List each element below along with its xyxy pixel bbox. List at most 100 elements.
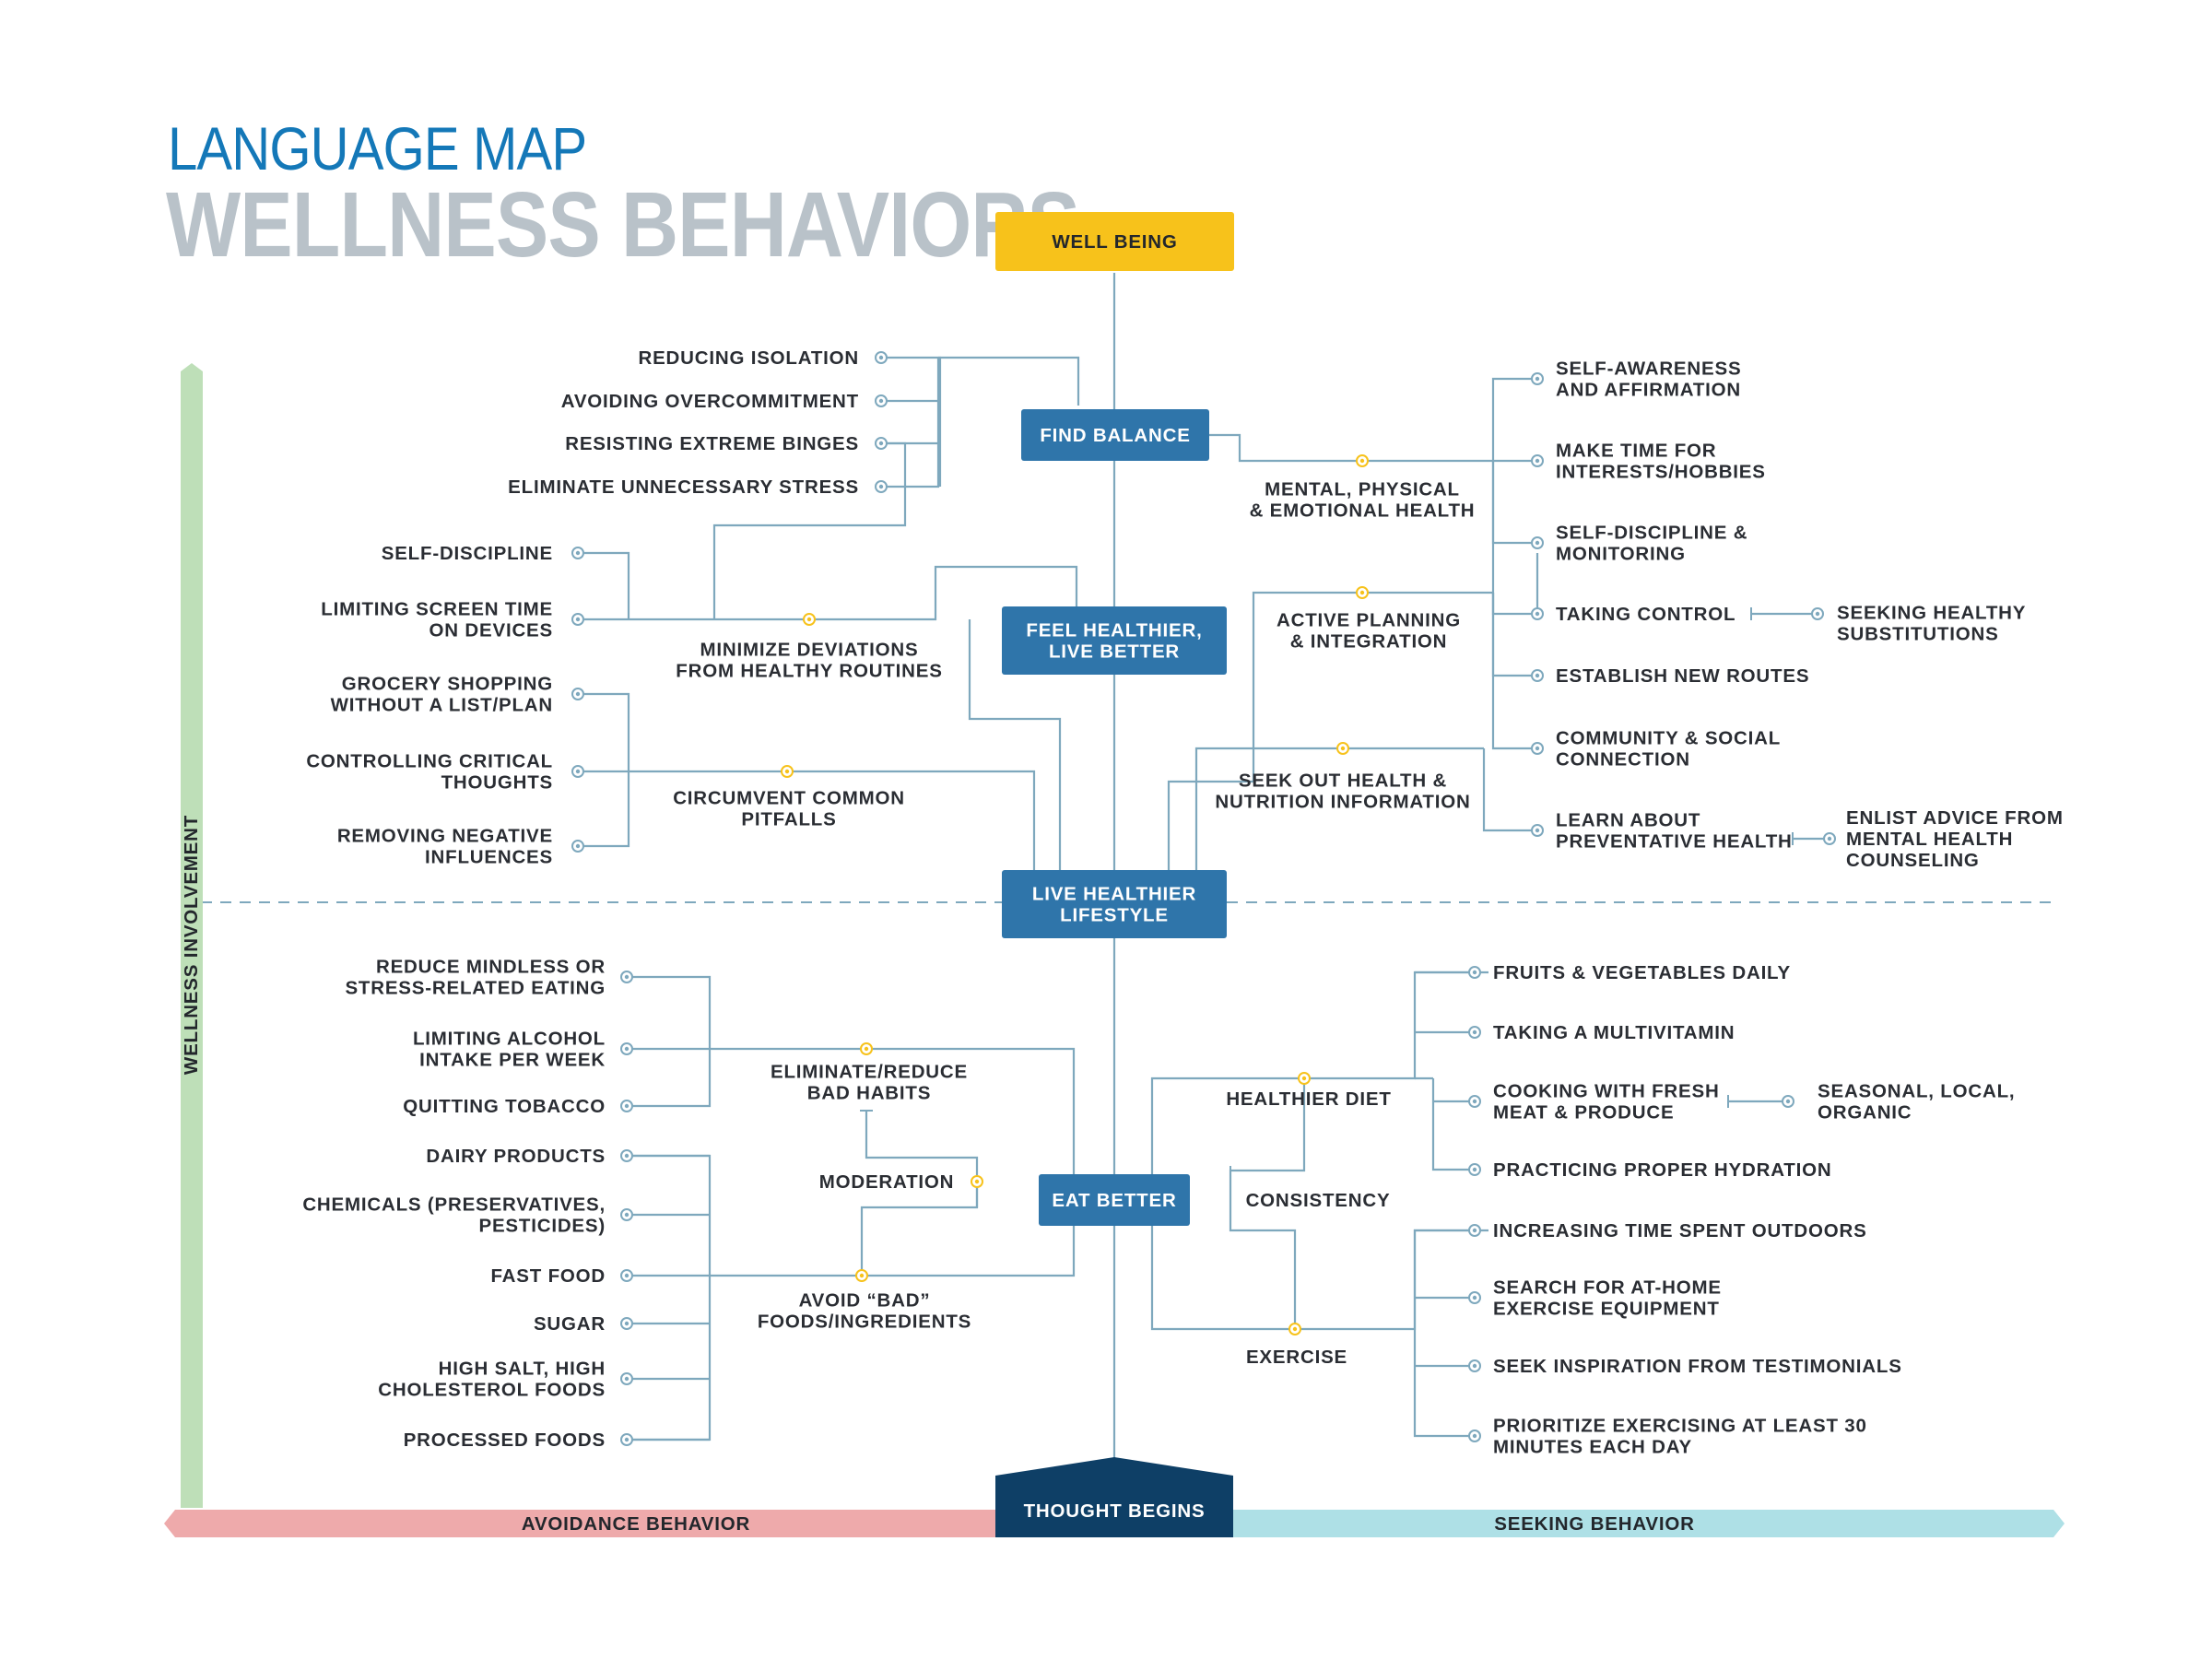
source-label-minimize-2-line2: ON DEVICES <box>429 620 553 641</box>
source-label-minimize-2-line1: LIMITING SCREEN TIME <box>321 599 553 620</box>
connector-line <box>938 356 942 487</box>
target-label-counseling-line2: MENTAL HEALTH <box>1846 829 2013 850</box>
hub-label-active-line2: & INTEGRATION <box>1290 631 1448 653</box>
target-node-exercise-4-center <box>1472 1433 1477 1439</box>
target-label-substitutions-line2: SUBSTITUTIONS <box>1837 624 1999 645</box>
source-label-habits-1-line1: REDUCE MINDLESS OR <box>376 957 606 978</box>
target-label-exercise-1: INCREASING TIME SPENT OUTDOORS <box>1493 1220 1867 1241</box>
hub-node-diet-center <box>1301 1076 1307 1081</box>
source-label-circumvent-3-line2: INFLUENCES <box>425 847 553 868</box>
connector-line <box>1491 593 1537 750</box>
source-label-foods-4: SUGAR <box>534 1313 606 1335</box>
hub-node-exercise-center <box>1292 1326 1298 1332</box>
source-label-balance-2: AVOIDING OVERCOMMITMENT <box>561 391 859 412</box>
source-node-balance-4-center <box>878 484 884 489</box>
target-label-upper-5: ESTABLISH NEW ROUTES <box>1556 665 1809 687</box>
source-label-habits-1-line2: STRESS-RELATED EATING <box>345 978 606 999</box>
hub-label-avoid-line2: FOODS/INGREDIENTS <box>758 1312 971 1333</box>
source-label-foods-2-line1: CHEMICALS (PRESERVATIVES, <box>302 1194 606 1216</box>
hub-label-seek-line1: SEEK OUT HEALTH & <box>1239 771 1447 792</box>
target-node-counseling-center <box>1827 836 1832 841</box>
link-foods-group <box>627 1154 712 1441</box>
target-node-upper-3-center <box>1535 540 1540 546</box>
source-node-balance-1-center <box>878 355 884 360</box>
source-label-circumvent-2-line1: CONTROLLING CRITICAL <box>306 751 553 772</box>
source-label-circumvent-2-line2: THOUGHTS <box>441 772 553 794</box>
link-binges-minimize <box>712 441 907 619</box>
target-label-upper-6-line2: CONNECTION <box>1556 749 1690 771</box>
source-label-minimize-1: SELF-DISCIPLINE <box>382 543 553 564</box>
source-label-balance-1: REDUCING ISOLATION <box>638 347 859 369</box>
hub-node-active-center <box>1359 590 1365 595</box>
target-node-upper-2-center <box>1535 458 1540 464</box>
link-circumvent-group <box>578 692 630 848</box>
source-node-habits-2-center <box>624 1046 629 1052</box>
seeking-band <box>1233 1510 2065 1537</box>
target-label-upper-7-line2: PREVENTATIVE HEALTH <box>1556 831 1793 853</box>
wellness-involvement-axis <box>181 363 203 1508</box>
source-node-foods-3-center <box>624 1273 629 1278</box>
source-node-circumvent-2-center <box>575 769 581 774</box>
hub-label-consistency: CONSISTENCY <box>1246 1190 1391 1211</box>
source-label-circumvent-1-line1: GROCERY SHOPPING <box>342 674 553 695</box>
hub-node-avoid-center <box>859 1273 865 1278</box>
source-node-minimize-2-center <box>575 617 581 622</box>
link-upper-spine <box>1491 461 1539 614</box>
source-node-minimize-1-center <box>575 550 581 556</box>
source-label-habits-3: QUITTING TOBACCO <box>403 1096 606 1117</box>
source-label-foods-6: PROCESSED FOODS <box>404 1430 606 1451</box>
target-label-counseling-line3: COUNSELING <box>1846 850 1980 871</box>
target-node-upper-6-center <box>1535 746 1540 751</box>
target-label-upper-3-line2: MONITORING <box>1556 544 1686 565</box>
hub-label-seek-line2: NUTRITION INFORMATION <box>1215 792 1470 813</box>
hub-node-eliminate-center <box>864 1046 869 1052</box>
source-label-foods-5-line2: CHOLESTEROL FOODS <box>378 1380 606 1401</box>
well-being-box <box>995 212 1234 271</box>
source-node-foods-1-center <box>624 1153 629 1159</box>
link-overcommit <box>881 358 940 403</box>
target-label-upper-1-line1: SELF-AWARENESS <box>1556 359 1741 380</box>
hub-label-moderation: MODERATION <box>819 1171 955 1193</box>
target-label-diet-3-line1: COOKING WITH FRESH <box>1493 1081 1720 1102</box>
target-label-diet-2: TAKING A MULTIVITAMIN <box>1493 1022 1735 1043</box>
hub-label-active-line1: ACTIVE PLANNING <box>1277 610 1461 631</box>
hub-label-minimize-line2: FROM HEALTHY ROUTINES <box>676 661 942 682</box>
source-label-balance-4: ELIMINATE UNNECESSARY STRESS <box>508 477 859 498</box>
link-live-active <box>1167 591 1493 871</box>
source-label-habits-2-line1: LIMITING ALCOHOL <box>413 1029 606 1050</box>
find-balance-box <box>1021 409 1209 461</box>
link-habits-group <box>627 975 712 1108</box>
hub-label-minimize-line1: MINIMIZE DEVIATIONS <box>700 640 919 661</box>
link-eat-diet <box>1150 971 1488 1180</box>
well-being-box-label: WELL BEING <box>1052 231 1177 253</box>
target-node-exercise-2-center <box>1472 1295 1477 1300</box>
connector-line <box>881 401 940 445</box>
hub-label-circumvent-line1: CIRCUMVENT COMMON <box>673 788 905 809</box>
live-healthier-box-label-line1: LIVE HEALTHIER <box>1032 884 1196 905</box>
hub-label-eliminate-line2: BAD HABITS <box>807 1083 931 1104</box>
link-isolation <box>881 356 1080 406</box>
target-node-exercise-1-center <box>1472 1228 1477 1233</box>
hub-node-minimize-center <box>806 617 812 622</box>
avoidance-label: AVOIDANCE BEHAVIOR <box>522 1513 750 1535</box>
target-label-diet-4: PRACTICING PROPER HYDRATION <box>1493 1159 1831 1181</box>
target-node-seasonal-center <box>1785 1099 1791 1104</box>
link-minimize-feel <box>578 565 1078 621</box>
source-node-circumvent-3-center <box>575 843 581 849</box>
source-node-foods-2-center <box>624 1212 629 1218</box>
source-node-foods-5-center <box>624 1376 629 1382</box>
hub-label-exercise: EXERCISE <box>1246 1347 1347 1368</box>
link-habits-eat <box>627 1047 1076 1180</box>
link-moderation-avoid <box>860 1182 979 1276</box>
target-label-diet-3-line2: MEAT & PRODUCE <box>1493 1102 1674 1124</box>
link-live-seek <box>1194 747 1484 871</box>
source-node-foods-4-center <box>624 1321 629 1326</box>
target-node-substitutions-center <box>1815 611 1820 617</box>
source-label-habits-2-line2: INTAKE PER WEEK <box>419 1050 606 1071</box>
hub-label-diet: HEALTHIER DIET <box>1226 1088 1391 1110</box>
map-title: LANGUAGE MAP <box>168 114 587 182</box>
hub-label-eliminate-line1: ELIMINATE/REDUCE <box>771 1062 968 1083</box>
source-label-circumvent-1-line2: WITHOUT A LIST/PLAN <box>331 695 553 716</box>
thought-begins-label: THOUGHT BEGINS <box>1024 1500 1206 1522</box>
